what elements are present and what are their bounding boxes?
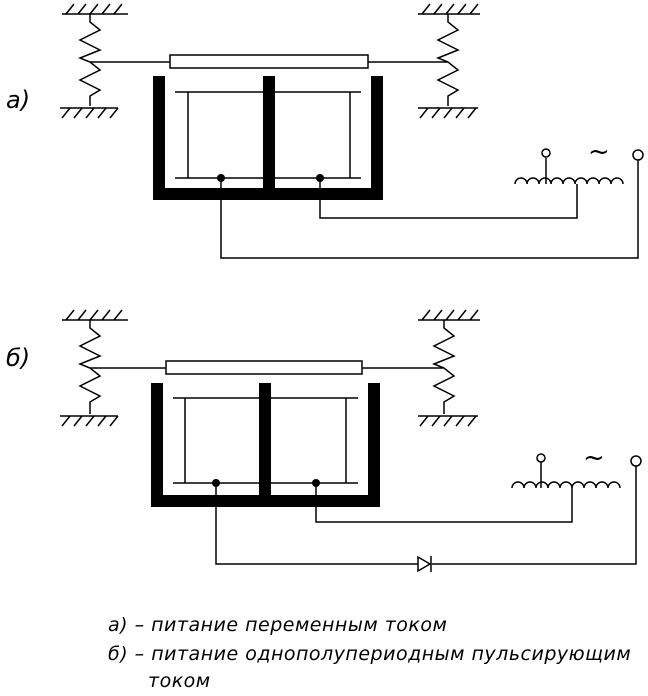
spring-top-right bbox=[435, 14, 460, 106]
spring-top-right-b bbox=[431, 320, 456, 414]
ground-hatch-bottom-right bbox=[418, 107, 478, 119]
wire-left-terminal-b bbox=[215, 483, 418, 565]
coil-right-a bbox=[275, 91, 361, 179]
panel-b: б) bbox=[6, 309, 642, 573]
ground-hatch-top-right bbox=[418, 3, 480, 15]
wire-right-terminal-a bbox=[319, 178, 578, 219]
ground-hatch-top-left-b bbox=[62, 309, 128, 321]
caption-line-2: б) – питание однополупериодным пульсирую… bbox=[108, 643, 632, 665]
ground-hatch-top-right-b bbox=[418, 309, 480, 321]
e-core-a bbox=[153, 76, 383, 200]
e-core-b bbox=[151, 383, 380, 507]
spring-top-left bbox=[77, 14, 102, 106]
wire-right-terminal-b bbox=[315, 483, 573, 523]
supply-terminal-left-a bbox=[541, 148, 551, 158]
ground-hatch-bottom-left-b bbox=[60, 415, 119, 427]
coil-left-b bbox=[173, 397, 259, 484]
ac-symbol-a: ~ bbox=[588, 137, 610, 167]
ground-hatch-bottom-left bbox=[60, 107, 119, 119]
panel-a-label: a) bbox=[6, 86, 30, 114]
autotransformer-b bbox=[511, 481, 621, 489]
spring-top-left-b bbox=[77, 320, 102, 414]
supply-terminal-right-b bbox=[630, 455, 642, 467]
supply-terminal-left-b bbox=[536, 453, 546, 463]
ground-hatch-bottom-right-b bbox=[418, 415, 478, 427]
coil-right-b bbox=[271, 397, 358, 484]
caption-line-1: а) – питание переменным током bbox=[108, 614, 448, 636]
ac-symbol-b: ~ bbox=[583, 443, 605, 473]
wire-left-terminal-a bbox=[220, 160, 639, 259]
armature-bar-a bbox=[169, 54, 369, 69]
wire-diode-to-supply-b bbox=[432, 466, 637, 565]
panel-a: a) bbox=[6, 3, 644, 259]
supply-terminal-right-a bbox=[632, 149, 644, 161]
caption-line-3: током bbox=[148, 670, 211, 692]
armature-bar-b bbox=[165, 360, 363, 375]
autotransformer-a bbox=[514, 177, 624, 185]
panel-b-label: б) bbox=[6, 344, 30, 372]
diode-icon bbox=[417, 555, 432, 573]
ground-hatch-top-left bbox=[62, 3, 128, 15]
coil-left-a bbox=[175, 91, 263, 179]
